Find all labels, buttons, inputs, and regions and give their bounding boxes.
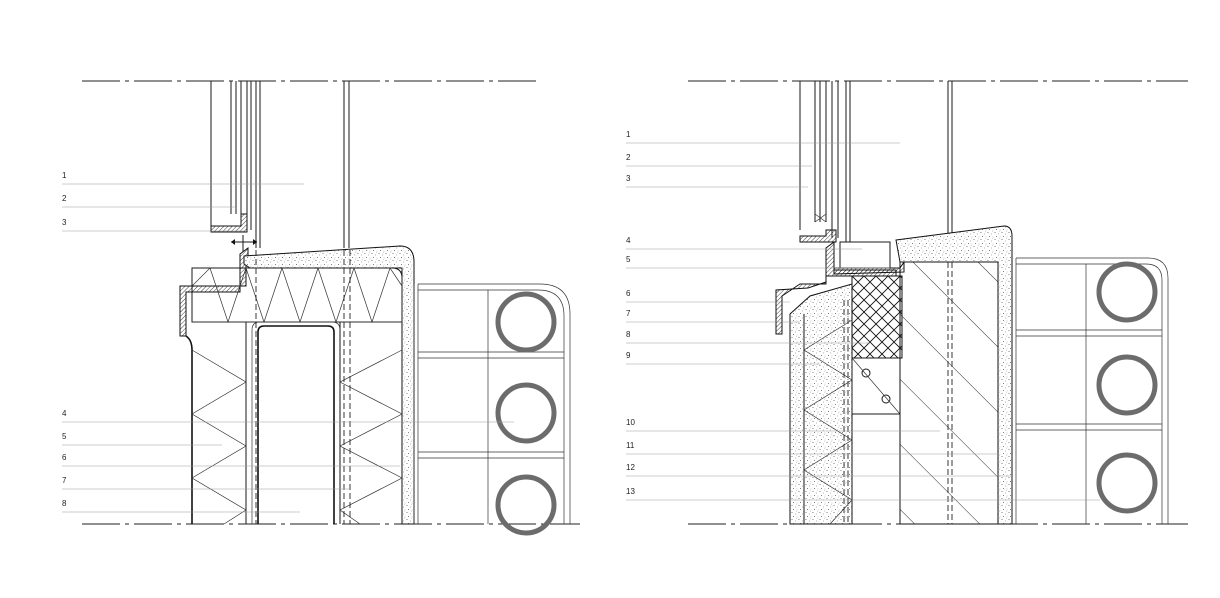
right-radiator-frame [1015,257,1169,524]
left-callouts: 1 2 3 4 5 6 7 8 [62,171,514,513]
left-callout-8: 8 [62,499,67,508]
right-callout-8: 8 [626,330,631,339]
left-callout-1: 1 [62,171,67,180]
left-callout-3: 3 [62,218,67,227]
left-radiator-frame [413,283,571,524]
left-callout-7: 7 [62,476,67,485]
right-sill-channel [839,241,891,269]
left-callout-5: 5 [62,432,67,441]
left-glazing [210,81,350,248]
right-callout-13: 13 [626,487,635,496]
right-heating-pipes [1096,261,1158,514]
left-wall-insulation-outer [191,322,247,525]
right-callout-7: 7 [626,309,631,318]
right-callout-6: 6 [626,289,631,298]
right-render-outer [789,283,853,525]
left-adjust-mark [231,235,257,252]
right-callout-11: 11 [626,441,635,450]
right-callouts: 1 2 3 4 5 6 7 8 9 10 11 12 13 [626,130,1100,501]
left-wall-insulation-inner [339,322,403,525]
right-sill-flashing [775,241,897,335]
right-sash-profile [799,229,837,243]
right-glazing [799,81,953,242]
right-detail: 1 2 3 4 5 6 7 8 9 10 11 12 13 [626,80,1188,525]
left-render-sill [243,245,415,525]
left-detail: 1 2 3 4 5 6 7 8 [62,80,580,536]
left-heating-pipes [495,291,557,536]
right-callout-12: 12 [626,463,635,472]
right-callout-3: 3 [626,174,631,183]
right-callout-9: 9 [626,351,631,360]
right-masonry-block [899,261,999,525]
left-callout-6: 6 [62,453,67,462]
left-sash-profile [210,213,248,233]
right-wall-insulation [803,300,853,525]
right-callout-2: 2 [626,153,631,162]
left-core-box [257,325,335,524]
right-crosshatch-beam [851,275,903,359]
right-callout-5: 5 [626,255,631,264]
left-outer-face [185,335,193,524]
left-callout-2: 2 [62,194,67,203]
right-callout-4: 4 [626,236,631,245]
right-callout-1: 1 [626,130,631,139]
left-callout-4: 4 [62,409,67,418]
right-callout-10: 10 [626,418,635,427]
